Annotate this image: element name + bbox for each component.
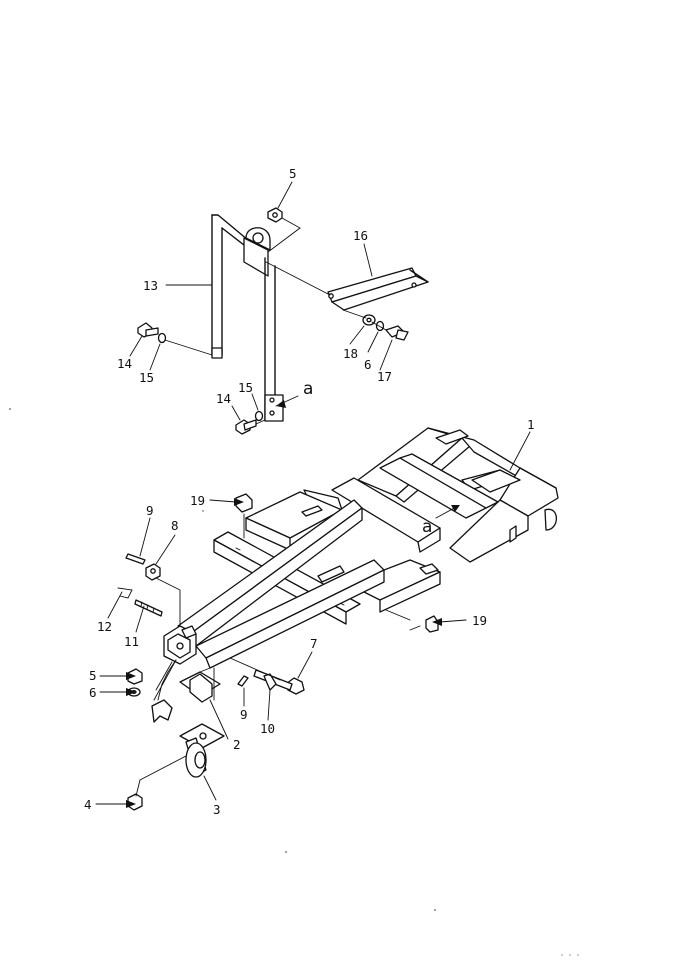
callout-17: 17 <box>377 369 392 384</box>
callout-labels: 1 2 3 4 5 5 6 6 7 8 9 9 10 11 12 13 14 1… <box>84 166 535 817</box>
arrowheads <box>126 400 460 808</box>
callout-10: 10 <box>260 721 275 736</box>
hook <box>151 699 173 723</box>
callout-14-left: 14 <box>117 356 132 371</box>
washer-15-top-left <box>157 332 167 344</box>
callout-18: 18 <box>343 346 358 361</box>
callout-4: 4 <box>84 797 92 812</box>
bolt-14-top-left <box>137 322 159 338</box>
callout-12: 12 <box>97 619 112 634</box>
bolt-17 <box>385 325 409 341</box>
bolt-14-top-mid <box>235 419 257 435</box>
callout-15-mid: 15 <box>238 380 253 395</box>
chain <box>155 659 177 701</box>
bolt-7 <box>253 669 305 695</box>
callout-5-top: 5 <box>289 166 297 181</box>
callout-16: 16 <box>353 228 368 243</box>
callout-6-top: 6 <box>364 357 372 372</box>
washer-6-top <box>375 320 385 332</box>
callout-19-top: 19 <box>190 493 205 508</box>
upper-connection-lines <box>164 217 387 425</box>
nut-5-top <box>267 207 283 223</box>
nut-19-right <box>425 615 439 633</box>
nut-8 <box>145 563 161 581</box>
bracket-2 <box>179 671 221 703</box>
callout-2: 2 <box>233 737 241 752</box>
washer-15-top-mid <box>254 410 264 422</box>
bracket-16 <box>327 267 429 311</box>
callout-9-top: 9 <box>146 503 154 518</box>
callout-19-right: 19 <box>472 613 487 628</box>
callout-1: 1 <box>527 417 535 432</box>
callout-8: 8 <box>171 518 179 533</box>
washer-18 <box>362 314 376 326</box>
callout-15-left: 15 <box>139 370 154 385</box>
scan-specks <box>9 408 579 956</box>
pin-9-lower <box>237 675 249 687</box>
nut-19-top <box>235 493 253 513</box>
callout-7: 7 <box>310 636 318 651</box>
lower-connection-lines <box>135 513 421 797</box>
reference-mark-a-frame: a <box>422 517 432 537</box>
callout-5-lower: 5 <box>89 668 97 683</box>
pin-11 <box>134 599 163 617</box>
reference-mark-a-top: a <box>303 379 313 399</box>
main-frame-1 <box>163 427 559 669</box>
clip-12 <box>117 587 133 599</box>
nut-5-lower <box>127 668 143 685</box>
callout-13: 13 <box>143 278 158 293</box>
callout-14-mid: 14 <box>216 391 231 406</box>
bracket-13-plate <box>243 227 284 422</box>
caster-wheel-3 <box>179 723 225 778</box>
callout-3: 3 <box>213 802 221 817</box>
callout-11: 11 <box>124 634 139 649</box>
pin-9-top <box>125 553 146 565</box>
callout-9-lower: 9 <box>240 707 248 722</box>
callout-6-lower: 6 <box>89 685 97 700</box>
